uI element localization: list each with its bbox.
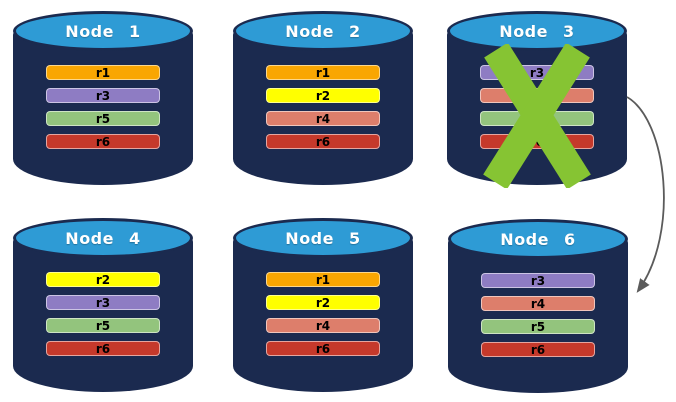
replica-bar: r4 xyxy=(266,318,380,333)
replica-bar: r4 xyxy=(481,296,595,311)
node-3-cylinder-top: Node 3 xyxy=(447,11,627,51)
replica-bar: r1 xyxy=(266,65,380,80)
replica-bar: r4 xyxy=(266,111,380,126)
node-2-title: Node 2 xyxy=(285,21,361,41)
replica-label: r2 xyxy=(95,272,111,287)
replica-label: r1 xyxy=(95,65,111,80)
node-1-title: Node 1 xyxy=(65,21,141,41)
replica-bar: r2 xyxy=(46,272,160,287)
replica-label: r4 xyxy=(530,296,546,311)
replica-label: r2 xyxy=(315,88,331,103)
replica-bar: r5 xyxy=(46,111,160,126)
node-4-cylinder-body xyxy=(13,238,193,392)
replica-label: r1 xyxy=(315,272,331,287)
node-4-title: Node 4 xyxy=(65,228,141,248)
replica-label: r3 xyxy=(95,295,111,310)
node-4-cylinder-top: Node 4 xyxy=(13,218,193,258)
replica-label: r5 xyxy=(95,111,111,126)
replica-label: r2 xyxy=(315,295,331,310)
replica-label: r6 xyxy=(315,341,331,356)
node-6-replica-list: r3 r4 r5 r6 xyxy=(448,273,628,365)
replica-label: r5 xyxy=(95,318,111,333)
replica-bar: r6 xyxy=(481,342,595,357)
replica-label: r6 xyxy=(315,134,331,149)
replica-label: r5 xyxy=(530,319,546,334)
node-6-cylinder-body xyxy=(448,239,628,393)
node-2-cylinder-body xyxy=(233,31,413,185)
replica-bar: r5 xyxy=(481,319,595,334)
replica-bar: r3 xyxy=(481,273,595,288)
replica-label: r3 xyxy=(95,88,111,103)
node-1-replica-list: r1 r3 r5 r6 xyxy=(13,65,193,157)
node-1-cylinder-body xyxy=(13,31,193,185)
replica-bar: r1 xyxy=(266,272,380,287)
node-4: Node 4 r2 r3 r5 r6 xyxy=(13,218,193,392)
replica-label: r6 xyxy=(530,342,546,357)
node-3: Node 3 r3 r4 r5 r6 xyxy=(447,11,627,188)
replica-label: r6 xyxy=(95,341,111,356)
node-1-cylinder-top: Node 1 xyxy=(13,11,193,51)
x-mark-icon xyxy=(483,44,591,188)
node-5-cylinder-top: Node 5 xyxy=(233,218,413,258)
node-2-cylinder-top: Node 2 xyxy=(233,11,413,51)
replica-bar: r6 xyxy=(266,134,380,149)
replica-label: r4 xyxy=(315,318,331,333)
replica-bar: r6 xyxy=(46,341,160,356)
replica-bar: r3 xyxy=(46,88,160,103)
node-3-title: Node 3 xyxy=(499,21,575,41)
node-5-replica-list: r1 r2 r4 r6 xyxy=(233,272,413,364)
replica-bar: r1 xyxy=(46,65,160,80)
node-6-cylinder-top: Node 6 xyxy=(448,219,628,259)
replica-label: r3 xyxy=(530,273,546,288)
node-5-title: Node 5 xyxy=(285,228,361,248)
node-1: Node 1 r1 r3 r5 r6 xyxy=(13,11,193,185)
replica-bar: r6 xyxy=(266,341,380,356)
replica-bar: r2 xyxy=(266,295,380,310)
replica-bar: r5 xyxy=(46,318,160,333)
replica-bar: r6 xyxy=(46,134,160,149)
node-4-replica-list: r2 r3 r5 r6 xyxy=(13,272,193,364)
replica-bar: r3 xyxy=(46,295,160,310)
node-5: Node 5 r1 r2 r4 r6 xyxy=(233,218,413,392)
replica-label: r3 xyxy=(529,65,545,80)
node-6: Node 6 r3 r4 r5 r6 xyxy=(448,219,628,393)
node-6-title: Node 6 xyxy=(500,229,576,249)
replica-bar: r2 xyxy=(266,88,380,103)
replica-label: r4 xyxy=(315,111,331,126)
node-2-replica-list: r1 r2 r4 r6 xyxy=(233,65,413,157)
replica-label: r6 xyxy=(95,134,111,149)
replica-label: r1 xyxy=(315,65,331,80)
node-5-cylinder-body xyxy=(233,238,413,392)
node-2: Node 2 r1 r2 r4 r6 xyxy=(233,11,413,185)
